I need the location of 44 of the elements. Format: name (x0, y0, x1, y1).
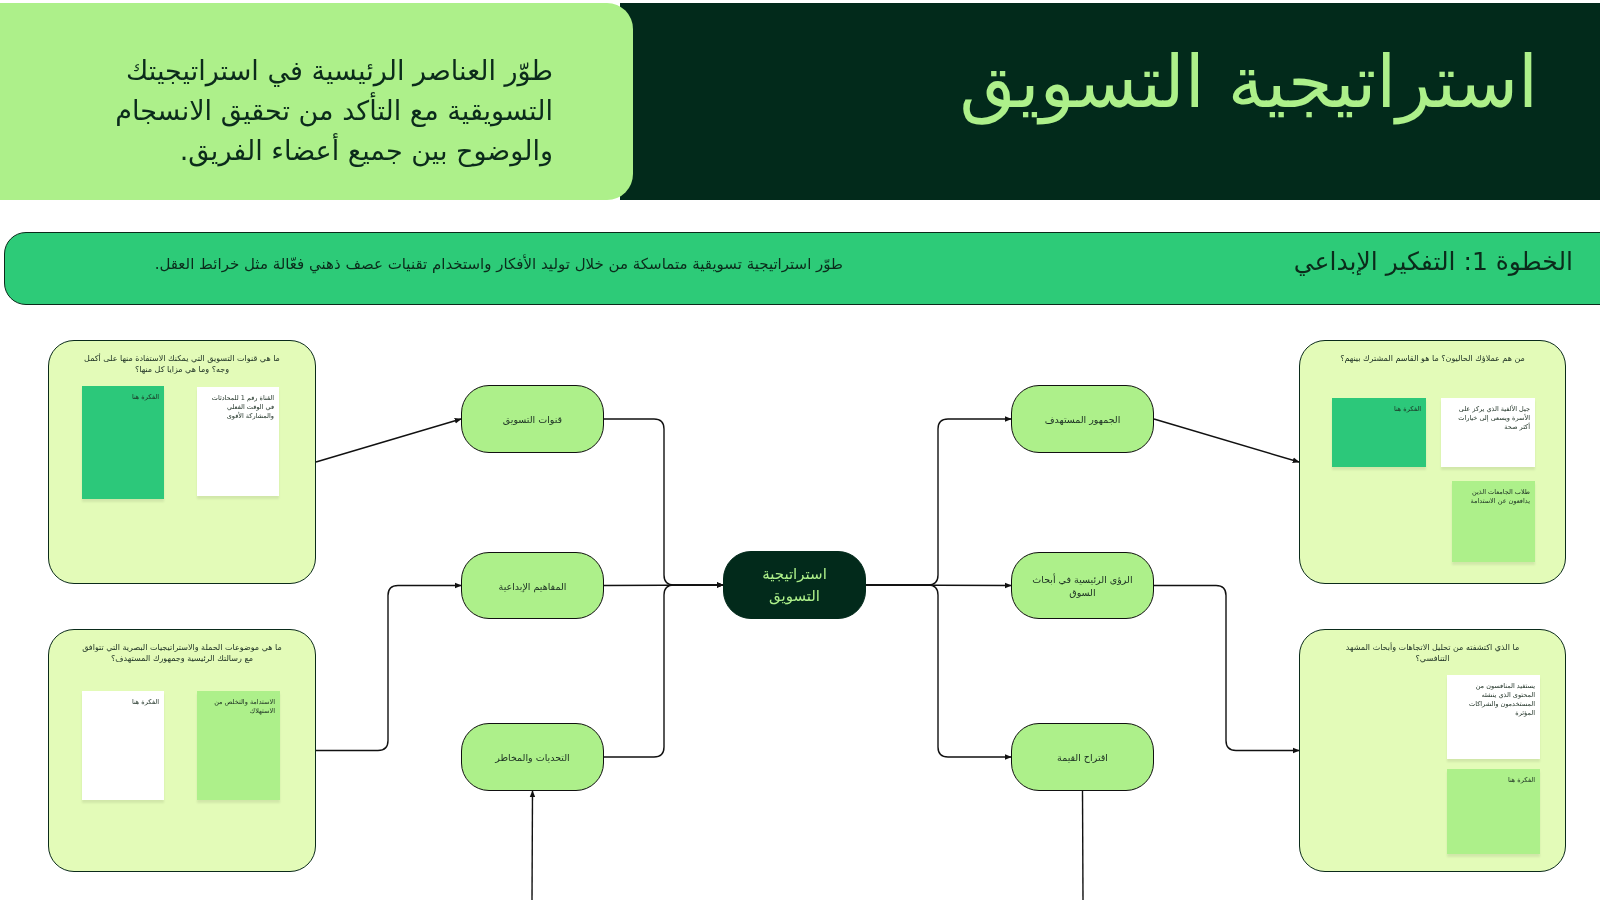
node-label: الجمهور المستهدف (1043, 412, 1122, 426)
title: استراتيجية التسويق (959, 40, 1538, 124)
question-text: ما هي قنوات التسويق التي يمكنك الاستفادة منها على أكمل وجه؟ وما هي مزايا كل منها؟ (83, 353, 281, 375)
connector-arrow (865, 584, 1012, 760)
node-label: التحديات والمخاطر (494, 750, 571, 764)
node-label: استراتيجية التسويق (761, 564, 828, 607)
question-card (1299, 629, 1566, 872)
node-label: المفاهيم الإبداعية (497, 579, 568, 592)
connector-arrow (1153, 418, 1300, 463)
topic-node (461, 723, 604, 791)
question-card (48, 629, 316, 872)
sticky-note (82, 691, 164, 800)
topic-node (461, 385, 604, 453)
node-label: اقتراح القيمة (1056, 750, 1109, 764)
sticky-note (82, 386, 164, 499)
node-label: قنوات التسويق (501, 412, 564, 426)
topic-node (1011, 552, 1154, 619)
topic-node (461, 552, 604, 619)
sticky-note (1332, 398, 1426, 467)
intro-panel (0, 3, 633, 200)
connector-arrow (1153, 584, 1300, 754)
topic-node (1011, 723, 1154, 791)
question-text: من هم عملاؤك الحاليون؟ ما هو القاسم المشترك بينهم؟ (1339, 353, 1526, 364)
question-text: ما الذي اكتشفته من تحليل الاتجاهات وأبحاث المشهد التنافسي؟ (1344, 642, 1521, 664)
sticky-note (197, 691, 280, 800)
question-card (1299, 340, 1566, 584)
sticky-note (1447, 675, 1540, 759)
sticky-note (1441, 398, 1535, 467)
question-text: ما هي موضوعات الحملة والاستراتيجيات البصرية التي تتوافق مع رسالتك الرئيسية وجمهورك المستهدف؟ (81, 642, 283, 664)
step-banner (4, 232, 1600, 305)
central-node (723, 551, 866, 619)
node-label: الرؤى الرئيسية في أبحاث السوق (1032, 572, 1133, 599)
step-description: طوّر استراتيجية تسويقية متماسكة من خلال توليد الأفكار واستخدام تقنيات عصف ذهني فعّالة مثل خرائط العقل. (154, 255, 843, 273)
sticky-note (197, 387, 279, 496)
topic-node (1011, 385, 1154, 453)
intro-text: طوّر العناصر الرئيسية في استراتيجيتك التسويقية مع التأكد من تحقيق الانسجام والوضوح بين جميع أعضاء الفريق. (114, 54, 553, 169)
sticky-note (1447, 769, 1540, 854)
connector-arrow (315, 418, 462, 463)
connector-arrow (315, 582, 462, 752)
question-card (48, 340, 316, 584)
sticky-note (1452, 481, 1535, 562)
connector-arrow (529, 790, 536, 900)
step-heading: الخطوة 1: التفكير الإبداعي (1293, 247, 1573, 276)
connector-arrow (603, 582, 724, 758)
